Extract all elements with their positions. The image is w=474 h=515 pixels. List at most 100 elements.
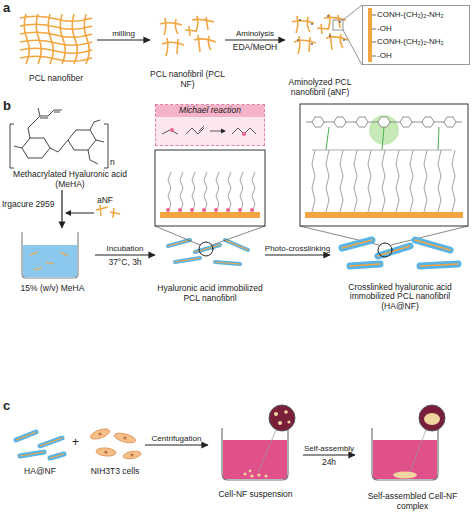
nanofiber-mesh <box>20 16 92 21</box>
ha-nf-fibrils <box>16 432 64 458</box>
fibroblast-cells <box>131 454 134 457</box>
culture-well <box>393 472 417 479</box>
ha-nf-fibrils <box>16 432 64 458</box>
zoom-box <box>228 172 231 212</box>
annotation-label: n <box>110 158 115 168</box>
crosslink-zoom-box <box>326 127 329 150</box>
nanofibril-fragments <box>194 35 216 52</box>
amine-dots <box>343 39 345 41</box>
beaker <box>23 245 77 277</box>
zoom-box <box>202 208 206 212</box>
fibroblast-cells <box>89 427 141 460</box>
fibroblast-cells <box>104 450 107 453</box>
beaker <box>30 252 68 270</box>
coated-fibrils <box>168 240 248 264</box>
culture-well <box>278 421 282 425</box>
flow-arrow <box>225 39 285 40</box>
crosslink-zoom-box <box>300 104 468 226</box>
zoom-box <box>155 150 265 226</box>
fibril-surface-bar <box>372 56 376 57</box>
step-caption: Aminolyzed PCL nanofibril (aNF) <box>285 78 355 98</box>
crosslinked-fibrils <box>342 240 372 248</box>
panel-letter: a <box>3 1 10 16</box>
annotation-label: EDA/MeOH <box>233 43 277 53</box>
crosslink-zoom-box <box>300 104 468 245</box>
amine-dots <box>327 15 329 17</box>
crosslink-zoom-box <box>424 150 427 212</box>
culture-well <box>257 473 260 476</box>
culture-well <box>223 440 287 479</box>
reaction-box: Michael reaction <box>155 104 265 146</box>
coated-fibrils <box>168 240 190 246</box>
meha-structure <box>104 124 108 168</box>
coated-fibrils <box>199 242 213 256</box>
crosslinked-fibrils <box>420 264 458 266</box>
step-caption: NIH3T3 cells <box>91 467 140 477</box>
fibril-surface-bar <box>372 29 376 30</box>
fibroblast-cells <box>98 432 133 456</box>
beaker <box>60 252 68 256</box>
crosslinked-fibrils <box>378 246 410 256</box>
crosslink-zoom-box <box>306 122 462 123</box>
ha-nf-fibrils <box>50 454 64 458</box>
nanofibril-fragments <box>185 26 196 36</box>
crosslink-zoom-box <box>382 150 385 212</box>
zoom-marker <box>343 5 362 20</box>
panel-letter: b <box>3 99 11 114</box>
crosslink-zoom-box <box>391 226 468 245</box>
fibroblast-cells <box>96 447 117 457</box>
nanofiber-mesh <box>24 14 29 64</box>
meha-structure <box>10 108 108 168</box>
fibroblast-cells <box>98 432 101 435</box>
arrow-label: milling <box>112 29 135 38</box>
meha-structure <box>96 140 104 142</box>
nanofiber-mesh <box>20 56 92 61</box>
meha-structure <box>38 108 40 116</box>
meha-structure <box>28 116 48 138</box>
chemical-group: CONH-(CH₂)₂-NH₂ <box>377 37 444 46</box>
crosslinked-fibrils <box>420 264 458 266</box>
ha-nf-fibrils <box>16 432 36 440</box>
zoom-box <box>214 208 218 212</box>
zoom-box <box>192 172 195 212</box>
culture-well <box>410 430 426 472</box>
nanofibril-fragments <box>192 16 214 32</box>
crosslink-zoom-box <box>305 212 463 218</box>
step-caption: PCL nanofiber <box>29 74 83 84</box>
flow-arrow <box>265 254 330 255</box>
crosslink-zoom-box <box>382 127 384 150</box>
culture-well <box>243 470 267 478</box>
meha-structure <box>90 120 100 130</box>
nanofiber-mesh <box>36 14 41 64</box>
crosslink-zoom-box <box>312 150 315 212</box>
zoom-box <box>155 150 265 245</box>
crosslink-zoom-box <box>356 117 368 127</box>
zoom-box <box>166 208 254 212</box>
flow-arrow <box>303 454 355 455</box>
coated-fibrils <box>195 245 220 252</box>
amine-dots <box>299 19 301 21</box>
crosslinked-fibrils <box>378 243 392 257</box>
nanofiber-mesh <box>20 24 92 29</box>
meha-structure <box>22 138 50 158</box>
crosslink-zoom-box <box>422 117 434 127</box>
panel-letter: c <box>3 399 10 414</box>
well-box: Cell-NF suspension <box>208 408 303 500</box>
crosslinked-fibrils <box>342 240 372 248</box>
coated-fibrils <box>215 262 240 264</box>
step-box: Hyaluronic acid immobilized PCL nanofibr… <box>155 232 265 304</box>
box-title: Michael reaction <box>156 105 264 117</box>
crosslink-zoom-box <box>378 117 390 127</box>
culture-well <box>222 428 288 480</box>
crosslink-zoom-box <box>369 115 399 145</box>
culture-well <box>243 472 246 475</box>
nanofiber-mesh <box>60 14 65 64</box>
zoom-box <box>180 172 183 212</box>
coated-fibrils <box>195 245 220 252</box>
fibroblast-cells <box>89 427 111 441</box>
arrow-label: Aminolysis <box>236 29 274 38</box>
nanofiber-mesh <box>20 14 92 64</box>
fibril-surface-bar <box>368 8 376 62</box>
zoom-marker <box>333 20 343 30</box>
crosslinked-fibrils <box>342 240 458 266</box>
